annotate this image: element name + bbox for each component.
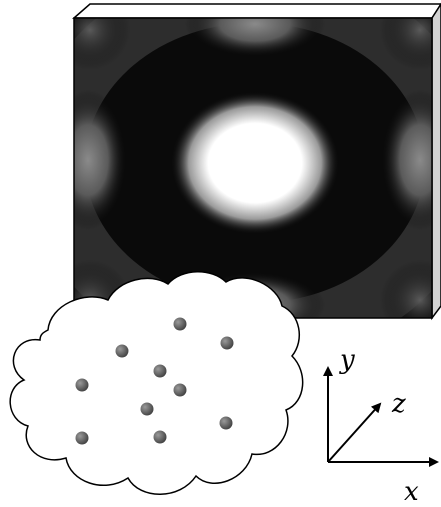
particle — [153, 364, 167, 378]
side-lobe-top — [185, 18, 325, 58]
y-axis-label: y — [339, 345, 355, 375]
particle — [219, 416, 233, 430]
particle — [153, 430, 167, 444]
particle — [75, 431, 89, 445]
particle — [140, 402, 154, 416]
side-lobe-left — [74, 90, 128, 230]
screen-side-face — [431, 2, 441, 321]
coordinate-axes: y z x — [323, 345, 439, 507]
z-axis-label: z — [391, 389, 406, 419]
corner-lobe — [380, 260, 432, 318]
particle — [75, 378, 89, 392]
corner-lobe — [380, 18, 432, 70]
particle-cloud — [9, 271, 304, 495]
particle — [173, 317, 187, 331]
x-axis-label: x — [404, 477, 419, 507]
corner-lobe — [74, 18, 130, 70]
particle — [173, 383, 187, 397]
screen-top-face — [72, 3, 441, 19]
z-axis-arrow — [327, 402, 382, 463]
particle — [220, 336, 234, 350]
central-maximum — [170, 91, 340, 235]
side-lobe-right — [380, 90, 432, 230]
particle — [115, 344, 129, 358]
particles — [75, 317, 234, 445]
